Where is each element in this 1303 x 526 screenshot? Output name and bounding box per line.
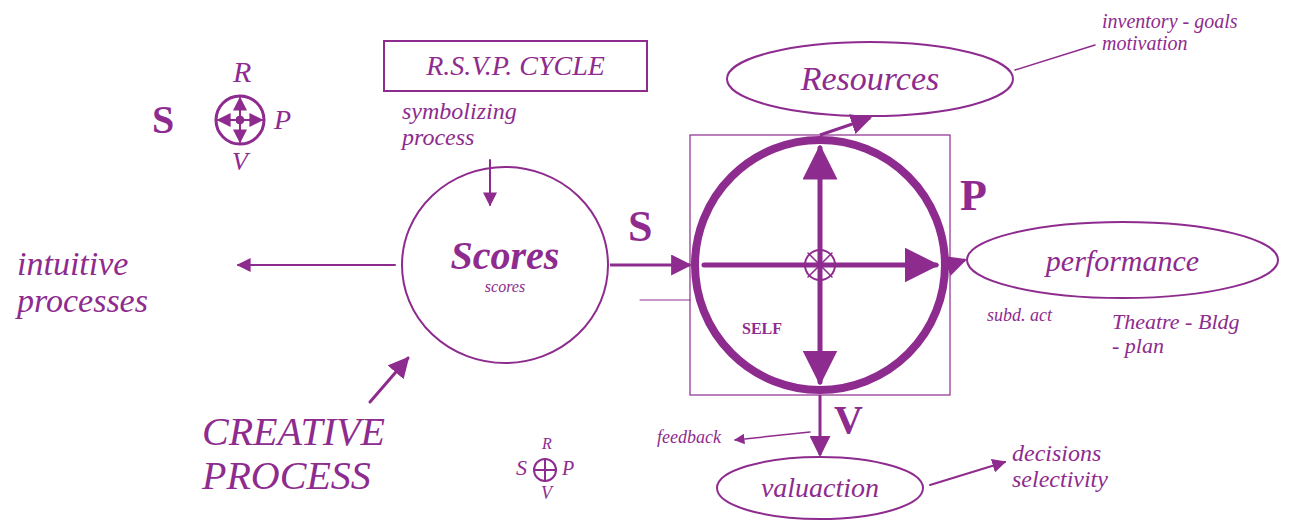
label-anchor: inventory - goals motivation (1100, 10, 1290, 54)
oval-outline (690, 135, 950, 395)
cycle-title: R.S.V.P. CYCLE (426, 51, 605, 82)
title-box: R.S.V.P. CYCLE (383, 40, 648, 92)
label-anchor: V (832, 398, 865, 442)
compass-ring (216, 96, 264, 144)
compass-hub (236, 116, 244, 124)
side-note: Theatre - Bldg - plan (1110, 310, 1250, 358)
label-anchor: R (231, 55, 253, 88)
self-circle: SELF (690, 135, 950, 395)
compass-letter: P (560, 457, 576, 479)
cycle-arrow (704, 263, 820, 268)
label-anchor: symbolizing process (400, 98, 580, 151)
resources-oval: Resources (725, 40, 1015, 118)
arrow (489, 160, 491, 205)
label-anchor: Theatre - Bldg - plan (1110, 310, 1250, 358)
process-note: intuitive processes (15, 245, 215, 320)
scores-note: scores (485, 278, 525, 296)
arrow (370, 358, 408, 402)
hub-spoke (808, 253, 832, 277)
cycle-letter: V (832, 398, 865, 442)
compass-ring (534, 459, 556, 481)
arrow (735, 432, 810, 440)
cycle-arrow (820, 263, 936, 268)
process-note: symbolizing process (400, 98, 580, 151)
cycle-arrow (818, 265, 823, 382)
side-note: inventory - goals motivation (1100, 10, 1290, 54)
connector (819, 395, 822, 455)
label-anchor: P (272, 105, 293, 136)
oval-border (967, 222, 1278, 298)
label-anchor: V (539, 484, 554, 504)
oval-border (717, 457, 923, 519)
scores-heading: Scores (451, 234, 560, 278)
self-label: SELF (740, 320, 784, 338)
cycle-letter: S (626, 203, 654, 251)
connector (820, 118, 870, 135)
arrow (930, 462, 1005, 485)
label-anchor: S (514, 456, 529, 480)
compass-cross (534, 469, 556, 471)
resources-label: Resources (801, 60, 939, 97)
sketch-line (640, 300, 690, 301)
compass-letter: V (230, 148, 250, 177)
sketch-frame (690, 135, 950, 395)
label-anchor: S (626, 203, 654, 251)
label-anchor: V (230, 148, 250, 177)
hub-spoke (808, 253, 832, 277)
valuaction-label: valuaction (761, 473, 879, 504)
label-anchor: P (958, 172, 989, 220)
label-anchor: CREATIVE PROCESS (200, 410, 500, 498)
label-anchor: subd. act (985, 306, 1055, 326)
side-note: decisions selectivity (1010, 440, 1190, 493)
leader-line (1015, 45, 1095, 70)
compass-letter: P (272, 105, 293, 136)
compass-letter: S (150, 98, 176, 142)
compass-letter: R (231, 55, 253, 88)
connector (950, 260, 965, 265)
circle-border (695, 140, 945, 390)
performance-oval: performance (965, 220, 1280, 300)
label-anchor: feedback (655, 428, 723, 448)
label-anchor: decisions selectivity (1010, 440, 1190, 493)
side-note: feedback (655, 428, 723, 448)
connector (610, 264, 690, 267)
label-anchor: intuitive processes (15, 245, 215, 320)
label-anchor: S (150, 98, 176, 142)
performance-label: performance (1046, 244, 1199, 277)
label-anchor: R (540, 435, 554, 453)
process-heading: CREATIVE PROCESS (200, 410, 500, 498)
oval-border (402, 167, 608, 363)
cycle-arrow (818, 148, 823, 265)
compass-letter: S (514, 456, 529, 480)
side-note: subd. act (985, 306, 1054, 326)
label-anchor: P (560, 457, 576, 479)
compass-letter: R (540, 435, 554, 453)
cycle-letter: P (958, 172, 989, 220)
oval-border (727, 42, 1013, 116)
compass-letter: V (539, 484, 554, 504)
arrow (238, 264, 395, 266)
scores-circle: Scoresscores (400, 165, 610, 365)
box-border (384, 41, 647, 91)
self-hub (805, 250, 835, 280)
valuaction-oval: valuaction (715, 455, 925, 521)
